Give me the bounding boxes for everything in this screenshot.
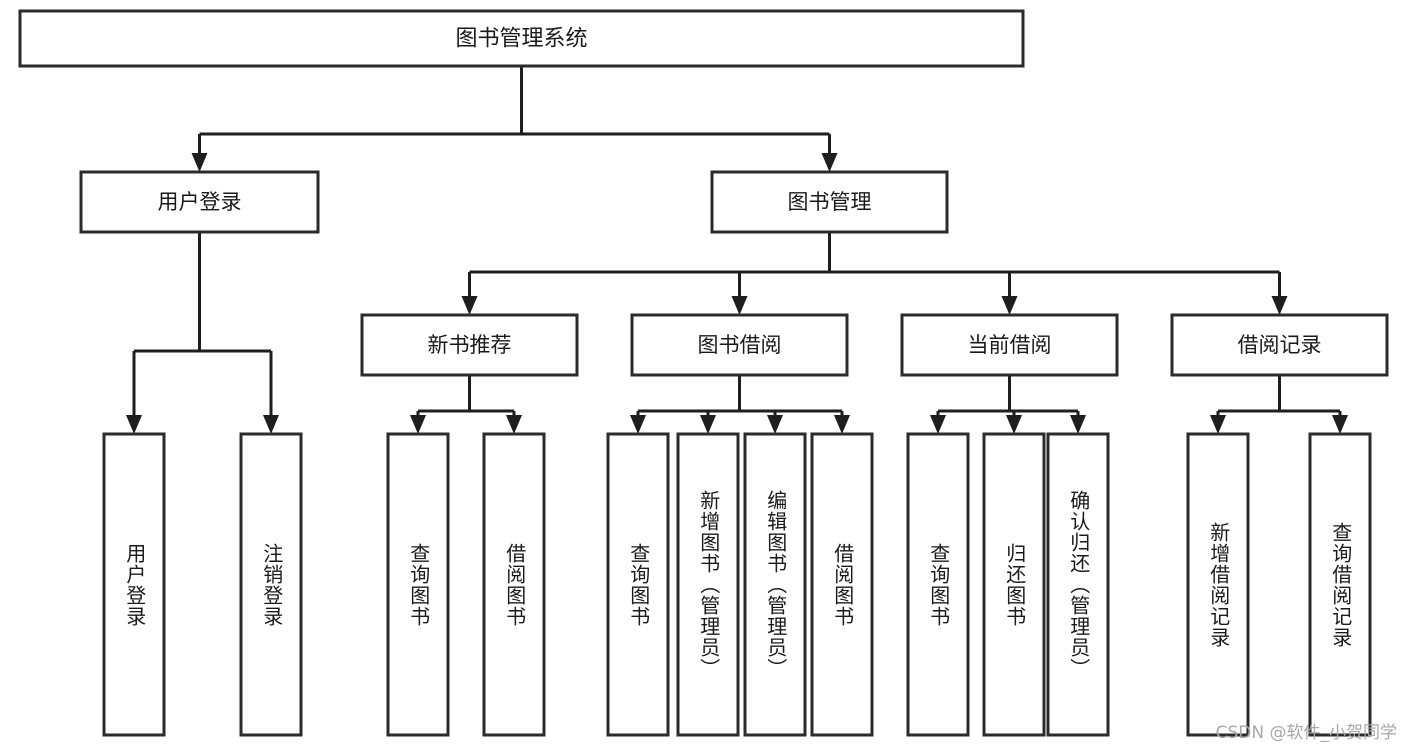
arrow-head-icon bbox=[731, 296, 748, 315]
level2-node-label-1: 图书管理 bbox=[788, 190, 872, 214]
arrow-head-icon bbox=[834, 415, 850, 434]
level3-node-box-3[interactable] bbox=[1170, 313, 1389, 377]
leaf-node-box-1[interactable] bbox=[239, 432, 303, 737]
leaf-node-box-0[interactable] bbox=[102, 432, 166, 737]
leaf-node-box-7[interactable] bbox=[810, 432, 874, 737]
leaf-node-box-10[interactable] bbox=[1046, 432, 1110, 737]
leaf-node-box-11[interactable] bbox=[1186, 432, 1250, 737]
arrow-head-icon bbox=[700, 415, 716, 434]
arrow-head-icon bbox=[1210, 415, 1226, 434]
level2-node-box-0[interactable] bbox=[79, 170, 320, 234]
root-node-box[interactable] bbox=[18, 9, 1025, 68]
arrow-head-icon bbox=[821, 153, 838, 172]
arrow-head-icon bbox=[506, 415, 522, 434]
level3-node-label-1: 图书借阅 bbox=[698, 333, 782, 357]
leaf-node-box-3[interactable] bbox=[482, 432, 546, 737]
leaf-node-box-6[interactable] bbox=[743, 432, 807, 737]
arrow-head-icon bbox=[1070, 415, 1086, 434]
connector-layer bbox=[126, 66, 1348, 434]
arrow-head-icon bbox=[930, 415, 946, 434]
arrow-head-icon bbox=[1271, 296, 1288, 315]
leaf-node-box-2[interactable] bbox=[386, 432, 450, 737]
level3-node-box-0[interactable] bbox=[360, 313, 579, 377]
arrow-head-icon bbox=[1332, 415, 1348, 434]
arrow-head-icon bbox=[630, 415, 646, 434]
leaf-node-box-12[interactable] bbox=[1308, 432, 1372, 737]
watermark-text: CSDN @软件_小贺同学 bbox=[1215, 723, 1397, 743]
level3-node-box-1[interactable] bbox=[630, 313, 849, 377]
level2-node-label-0: 用户登录 bbox=[158, 190, 242, 214]
level3-node-label-3: 借阅记录 bbox=[1238, 333, 1322, 357]
level3-node-label-0: 新书推荐 bbox=[428, 333, 512, 357]
leaf-node-box-5[interactable] bbox=[676, 432, 740, 737]
node-box-layer bbox=[18, 9, 1389, 737]
leaf-node-box-9[interactable] bbox=[982, 432, 1046, 737]
arrow-head-icon bbox=[263, 415, 279, 434]
level2-node-box-1[interactable] bbox=[710, 170, 949, 234]
arrow-head-icon bbox=[1001, 296, 1018, 315]
root-node-label: 图书管理系统 bbox=[455, 27, 587, 52]
arrow-head-icon bbox=[410, 415, 426, 434]
level3-node-label-2: 当前借阅 bbox=[968, 333, 1052, 357]
arrow-head-icon bbox=[126, 415, 142, 434]
leaf-node-box-4[interactable] bbox=[606, 432, 670, 737]
level3-node-box-2[interactable] bbox=[900, 313, 1119, 377]
arrow-head-icon bbox=[461, 296, 478, 315]
arrow-head-icon bbox=[1006, 415, 1022, 434]
leaf-node-box-8[interactable] bbox=[906, 432, 970, 737]
arrow-head-icon bbox=[767, 415, 783, 434]
arrow-head-icon bbox=[191, 153, 208, 172]
